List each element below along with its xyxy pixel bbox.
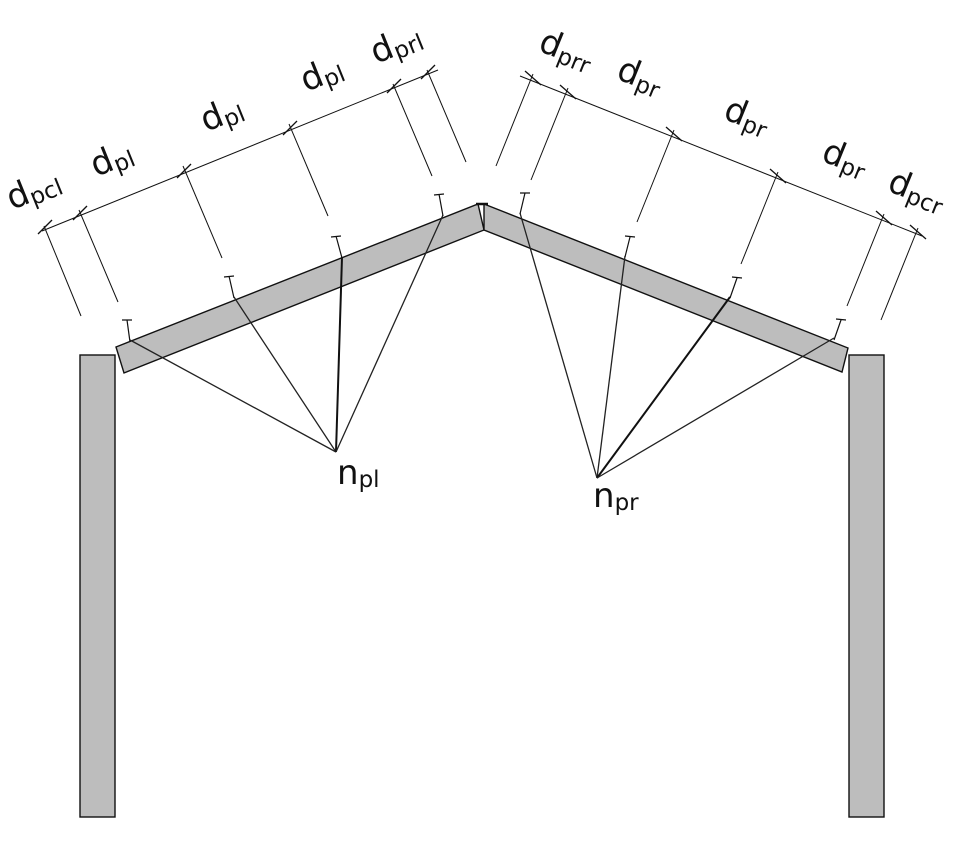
node-label-right: npr xyxy=(593,476,639,516)
dim-label-pl-3: dpl xyxy=(294,47,349,101)
extension-line xyxy=(740,171,779,265)
purlin xyxy=(330,235,343,259)
purlin xyxy=(519,192,530,215)
right-dimension-labels: dprr dpr dpr dpr dpcr xyxy=(533,21,952,221)
extension-line xyxy=(880,227,919,321)
right-rafter xyxy=(483,202,849,373)
purlin xyxy=(433,193,445,217)
dimension-line xyxy=(519,75,923,237)
dim-label-prr: dprr xyxy=(533,21,600,80)
tick-mark xyxy=(665,126,683,142)
tick-mark xyxy=(524,70,542,86)
right-column xyxy=(848,354,885,818)
left-purlins xyxy=(122,193,445,343)
dimension-line xyxy=(41,69,439,232)
right-dimension-chain xyxy=(495,70,927,321)
ray xyxy=(596,337,835,479)
extension-line xyxy=(78,209,119,303)
dim-label-pr-1: dpr xyxy=(611,49,669,104)
tick-mark xyxy=(386,78,402,94)
ray xyxy=(596,255,626,479)
ray xyxy=(335,256,343,453)
tick-mark xyxy=(769,168,787,184)
purlin xyxy=(833,318,847,341)
tick-mark xyxy=(909,224,927,240)
dim-label-pl-2: dpl xyxy=(194,87,249,141)
left-column xyxy=(79,354,116,818)
dim-label-pcl: dpcl xyxy=(0,161,67,220)
tick-mark xyxy=(875,210,893,226)
tick-mark xyxy=(72,205,88,221)
purlin xyxy=(729,276,743,299)
dim-label-pr-2: dpr xyxy=(718,89,776,144)
dim-label-prl: dprl xyxy=(364,16,428,74)
ray xyxy=(233,296,337,453)
left-rafter xyxy=(115,203,485,374)
left-ray-fan xyxy=(129,214,444,453)
dim-label-pcr: dpcr xyxy=(882,161,952,221)
purlin xyxy=(122,319,132,343)
node-label-left: npl xyxy=(337,453,380,493)
extension-line xyxy=(495,73,534,167)
right-ray-fan xyxy=(519,212,835,479)
tick-mark xyxy=(37,219,53,235)
tick-mark xyxy=(420,64,436,80)
right-purlins xyxy=(519,192,847,341)
purlin xyxy=(624,235,636,258)
extension-line xyxy=(182,165,223,259)
extension-line xyxy=(43,225,82,317)
extension-line xyxy=(846,213,885,307)
ray xyxy=(129,339,337,453)
extension-line xyxy=(636,129,675,223)
extension-line xyxy=(426,69,467,163)
tick-mark xyxy=(559,84,577,100)
tick-mark xyxy=(176,163,192,179)
extension-line xyxy=(392,83,433,177)
left-dimension-labels: dpcl dpl dpl dpl dprl xyxy=(0,16,428,220)
ray xyxy=(335,214,444,453)
ray xyxy=(519,212,598,479)
ray xyxy=(596,296,731,479)
left-dimension-chain xyxy=(37,64,467,317)
extension-line xyxy=(288,123,329,217)
dim-label-pl-1: dpl xyxy=(84,132,139,186)
dim-label-pr-3: dpr xyxy=(816,131,874,186)
extension-line xyxy=(530,87,569,181)
tick-mark xyxy=(282,120,298,136)
purlin xyxy=(223,275,235,299)
